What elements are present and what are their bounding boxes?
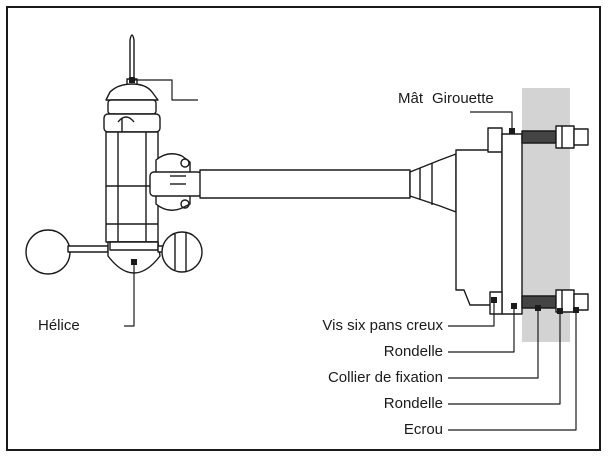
label-rondelle-2: Rondelle xyxy=(383,395,443,412)
leader-rondelle1 xyxy=(448,306,515,353)
label-rondelle-1: Rondelle xyxy=(383,343,443,360)
lower-bolt xyxy=(521,289,589,313)
label-ecrou: Ecrou xyxy=(403,421,443,438)
mounting-arm xyxy=(199,169,411,199)
leader-mat xyxy=(132,79,198,101)
sensor-housing xyxy=(103,83,161,243)
leader-vis xyxy=(448,300,495,327)
cup-rotor xyxy=(25,229,203,275)
label-helice: Hélice xyxy=(38,317,80,334)
label-collier: Collier de fixation xyxy=(327,369,443,386)
mounting-block xyxy=(409,127,523,315)
arm-clamp xyxy=(149,153,203,211)
diagram-frame xyxy=(6,6,601,451)
leader-dots xyxy=(129,77,579,314)
leader-ecrou xyxy=(448,310,577,431)
leader-girouette xyxy=(470,111,513,131)
label-vis: Vis six pans creux xyxy=(322,317,443,334)
leader-collier xyxy=(448,308,539,379)
leader-lines xyxy=(124,79,577,431)
leader-rondelle2 xyxy=(448,311,561,405)
upper-bolt xyxy=(521,125,589,149)
leader-helice xyxy=(124,262,135,327)
label-mat: Mât xyxy=(398,90,424,107)
label-girouette: Girouette xyxy=(432,90,494,107)
